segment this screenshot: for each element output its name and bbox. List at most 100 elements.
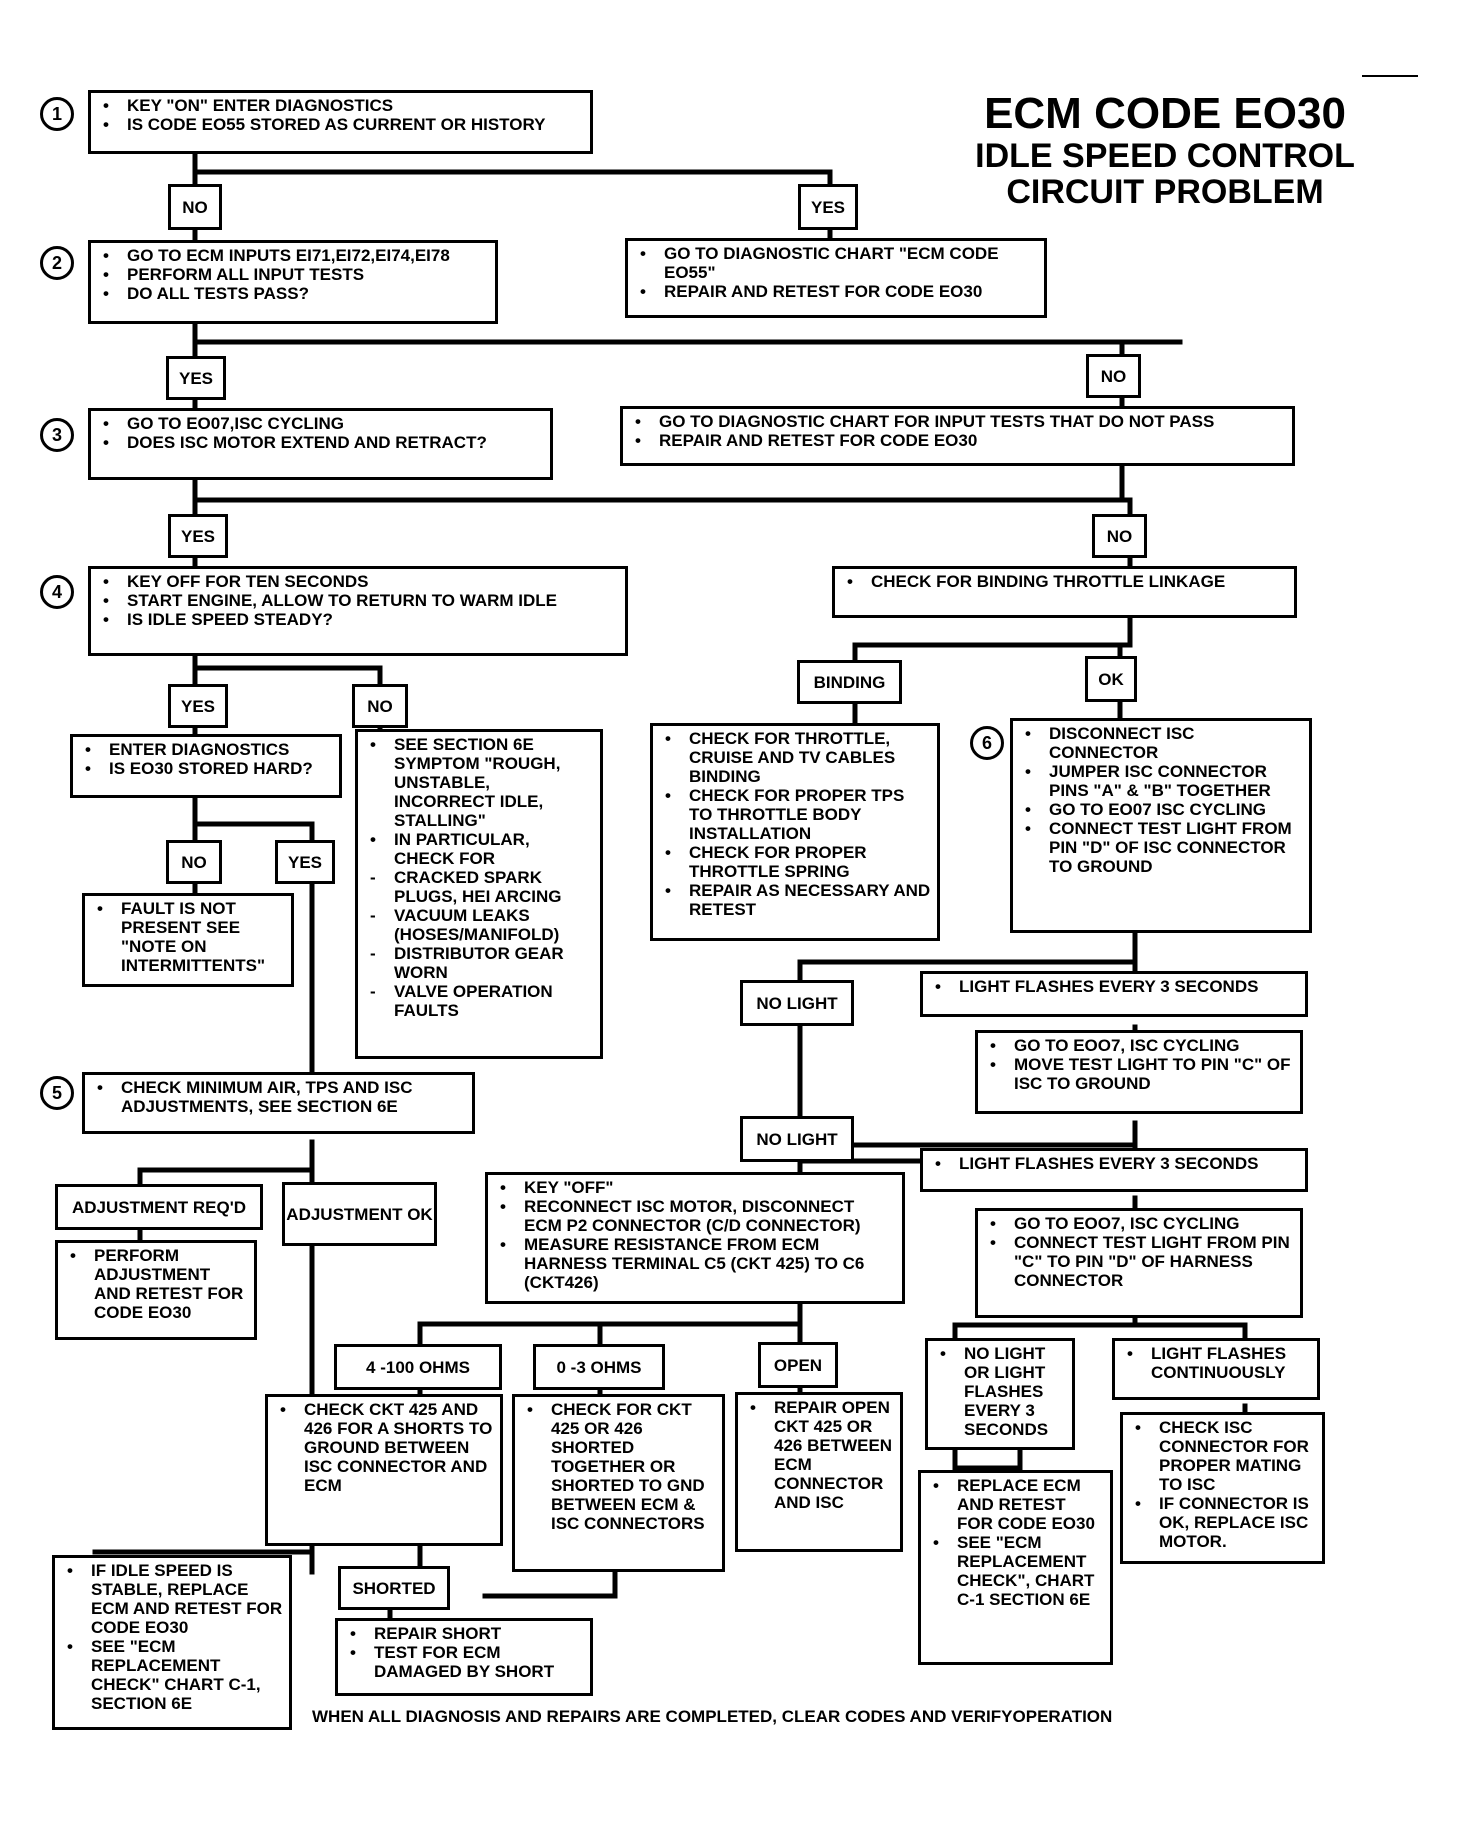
bullet-list: NO LIGHT OR LIGHT FLASHES EVERY 3 SECOND…	[936, 1344, 1066, 1439]
bullet-item: LIGHT FLASHES CONTINUOUSLY	[1127, 1344, 1311, 1382]
bullet-item: VALVE OPERATION FAULTS	[370, 982, 594, 1020]
bullet-list: GO TO EOO7, ISC CYCLINGMOVE TEST LIGHT T…	[986, 1036, 1294, 1093]
bullet-item: GO TO EOO7, ISC CYCLING	[990, 1214, 1294, 1233]
rough-idle-box: SEE SECTION 6E SYMPTOM "ROUGH, UNSTABLE,…	[355, 729, 603, 1059]
bullet-list: LIGHT FLASHES EVERY 3 SECONDS	[931, 977, 1299, 996]
binding-linkage-box: CHECK FOR BINDING THROTTLE LINKAGE	[832, 566, 1297, 618]
bullet-item: CHECK FOR CKT 425 OR 426 SHORTED TOGETHE…	[527, 1400, 716, 1533]
bullet-list: FAULT IS NOT PRESENT SEE "NOTE ON INTERM…	[93, 899, 285, 975]
bullet-item: KEY "ON" ENTER DIAGNOSTICS	[103, 96, 584, 115]
bullet-item: KEY OFF FOR TEN SECONDS	[103, 572, 619, 591]
label-no-4: NO	[352, 684, 408, 728]
bullet-item: CONNECT TEST LIGHT FROM PIN "D" OF ISC C…	[1025, 819, 1303, 876]
bullet-item: KEY "OFF"	[500, 1178, 896, 1197]
bullet-item: PERFORM ALL INPUT TESTS	[103, 265, 489, 284]
step-1-box: KEY "ON" ENTER DIAGNOSTICSIS CODE EO55 S…	[88, 90, 593, 154]
bullet-item: SEE "ECM REPLACEMENT CHECK", CHART C-1 S…	[933, 1533, 1104, 1609]
bullet-item: IS IDLE SPEED STEADY?	[103, 610, 619, 629]
bullet-item: FAULT IS NOT PRESENT SEE "NOTE ON INTERM…	[97, 899, 285, 975]
bullet-list: CHECK CKT 425 AND 426 FOR A SHORTS TO GR…	[276, 1400, 494, 1495]
bullet-item: CHECK FOR BINDING THROTTLE LINKAGE	[847, 572, 1288, 591]
bullet-list: GO TO DIAGNOSTIC CHART "ECM CODE EO55"RE…	[636, 244, 1038, 301]
label-no-1: NO	[168, 184, 222, 230]
bullet-list: CHECK MINIMUM AIR, TPS AND ISC ADJUSTMEN…	[93, 1078, 466, 1116]
bullet-item: GO TO DIAGNOSTIC CHART FOR INPUT TESTS T…	[635, 412, 1286, 431]
bullet-list: CHECK FOR CKT 425 OR 426 SHORTED TOGETHE…	[523, 1400, 716, 1533]
bullet-list: GO TO EOO7, ISC CYCLINGCONNECT TEST LIGH…	[986, 1214, 1294, 1290]
bullet-list: PERFORM ADJUSTMENT AND RETEST FOR CODE E…	[66, 1246, 248, 1322]
bullet-item: JUMPER ISC CONNECTOR PINS "A" & "B" TOGE…	[1025, 762, 1303, 800]
harness-test-light-box: GO TO EOO7, ISC CYCLINGCONNECT TEST LIGH…	[975, 1208, 1303, 1318]
chart-title: ECM CODE EO30 IDLE SPEED CONTROL CIRCUIT…	[955, 89, 1375, 211]
bullet-item: TEST FOR ECM DAMAGED BY SHORT	[350, 1643, 584, 1681]
label-no-light-2: NO LIGHT	[740, 1116, 854, 1162]
title-line-3: CIRCUIT PROBLEM	[1006, 173, 1324, 211]
step-4-box: KEY OFF FOR TEN SECONDSSTART ENGINE, ALL…	[88, 566, 628, 656]
throttle-binding-checks-box: CHECK FOR THROTTLE, CRUISE AND TV CABLES…	[650, 723, 940, 941]
bullet-item: CHECK FOR PROPER TPS TO THROTTLE BODY IN…	[665, 786, 931, 843]
label-open: OPEN	[758, 1342, 838, 1388]
step-6-box: DISCONNECT ISC CONNECTORJUMPER ISC CONNE…	[1010, 718, 1312, 933]
bullet-list: CHECK ISC CONNECTOR FOR PROPER MATING TO…	[1131, 1418, 1316, 1551]
title-line-1: ECM CODE EO30	[984, 89, 1346, 138]
bullet-item: GO TO EOO7, ISC CYCLING	[990, 1036, 1294, 1055]
label-shorted: SHORTED	[338, 1566, 450, 1610]
eo30-hard-box: ENTER DIAGNOSTICSIS EO30 STORED HARD?	[70, 734, 342, 798]
bullet-list: DISCONNECT ISC CONNECTORJUMPER ISC CONNE…	[1021, 724, 1303, 876]
step-3-marker: 3	[40, 418, 74, 452]
corner-rule	[1362, 75, 1418, 77]
check-isc-connector-box: CHECK ISC CONNECTOR FOR PROPER MATING TO…	[1120, 1412, 1325, 1564]
bullet-item: GO TO ECM INPUTS EI71,EI72,EI74,EI78	[103, 246, 489, 265]
step-5-box: CHECK MINIMUM AIR, TPS AND ISC ADJUSTMEN…	[82, 1072, 475, 1134]
bullet-item: GO TO EO07 ISC CYCLING	[1025, 800, 1303, 819]
bullet-item: CONNECT TEST LIGHT FROM PIN "C" TO PIN "…	[990, 1233, 1294, 1290]
perform-adjustment-box: PERFORM ADJUSTMENT AND RETEST FOR CODE E…	[55, 1240, 257, 1340]
bullet-item: GO TO DIAGNOSTIC CHART "ECM CODE EO55"	[640, 244, 1038, 282]
label-no-5: NO	[166, 840, 222, 884]
bullet-item: START ENGINE, ALLOW TO RETURN TO WARM ID…	[103, 591, 619, 610]
bullet-item: ENTER DIAGNOSTICS	[85, 740, 333, 759]
bullet-list: LIGHT FLASHES EVERY 3 SECONDS	[931, 1154, 1299, 1173]
label-no-3: NO	[1092, 514, 1147, 558]
bullet-list: KEY OFF FOR TEN SECONDSSTART ENGINE, ALL…	[99, 572, 619, 629]
bullet-list: IF IDLE SPEED IS STABLE, REPLACE ECM AND…	[63, 1561, 283, 1713]
bullet-list: REPAIR OPEN CKT 425 OR 426 BETWEEN ECM C…	[746, 1398, 894, 1512]
bullet-item: NO LIGHT OR LIGHT FLASHES EVERY 3 SECOND…	[940, 1344, 1066, 1439]
label-yes-3: YES	[168, 514, 228, 558]
bullet-item: DO ALL TESTS PASS?	[103, 284, 489, 303]
bullet-list: GO TO EO07,ISC CYCLINGDOES ISC MOTOR EXT…	[99, 414, 544, 452]
label-yes-2: YES	[166, 356, 226, 400]
ckt-0-3-ohms-box: CHECK FOR CKT 425 OR 426 SHORTED TOGETHE…	[512, 1394, 725, 1572]
bullet-item: REPAIR AND RETEST FOR CODE EO30	[640, 282, 1038, 301]
bullet-list: KEY "ON" ENTER DIAGNOSTICSIS CODE EO55 S…	[99, 96, 584, 134]
bullet-item: CHECK CKT 425 AND 426 FOR A SHORTS TO GR…	[280, 1400, 494, 1495]
bullet-list: GO TO ECM INPUTS EI71,EI72,EI74,EI78PERF…	[99, 246, 489, 303]
bullet-list: SEE SECTION 6E SYMPTOM "ROUGH, UNSTABLE,…	[366, 735, 594, 1020]
bullet-item: SEE "ECM REPLACEMENT CHECK" CHART C-1, S…	[67, 1637, 283, 1713]
bullet-item: CHECK FOR THROTTLE, CRUISE AND TV CABLES…	[665, 729, 931, 786]
move-test-light-box: GO TO EOO7, ISC CYCLINGMOVE TEST LIGHT T…	[975, 1030, 1303, 1114]
bullet-list: REPAIR SHORTTEST FOR ECM DAMAGED BY SHOR…	[346, 1624, 584, 1681]
bullet-item: MEASURE RESISTANCE FROM ECM HARNESS TERM…	[500, 1235, 896, 1292]
label-yes-5: YES	[275, 840, 335, 884]
bullet-item: LIGHT FLASHES EVERY 3 SECONDS	[935, 1154, 1299, 1173]
bullet-list: CHECK FOR BINDING THROTTLE LINKAGE	[843, 572, 1288, 591]
replace-ecm-box: REPLACE ECM AND RETEST FOR CODE EO30SEE …	[918, 1470, 1113, 1665]
bullet-item: SEE SECTION 6E SYMPTOM "ROUGH, UNSTABLE,…	[370, 735, 594, 830]
step-4-marker: 4	[40, 575, 74, 609]
bullet-item: CHECK MINIMUM AIR, TPS AND ISC ADJUSTMEN…	[97, 1078, 466, 1116]
bullet-item: DISTRIBUTOR GEAR WORN	[370, 944, 594, 982]
step-5-marker: 5	[40, 1076, 74, 1110]
label-yes-4: YES	[168, 684, 228, 728]
bullet-item: LIGHT FLASHES EVERY 3 SECONDS	[935, 977, 1299, 996]
bullet-list: KEY "OFF"RECONNECT ISC MOTOR, DISCONNECT…	[496, 1178, 896, 1292]
label-0-3-ohms: 0 -3 OHMS	[533, 1344, 665, 1390]
bullet-list: REPLACE ECM AND RETEST FOR CODE EO30SEE …	[929, 1476, 1104, 1609]
flashes-continuously-box: LIGHT FLASHES CONTINUOUSLY	[1112, 1338, 1320, 1400]
idle-stable-replace-ecm-box: IF IDLE SPEED IS STABLE, REPLACE ECM AND…	[52, 1555, 292, 1730]
label-no-light-1: NO LIGHT	[740, 980, 854, 1026]
label-binding: BINDING	[797, 660, 902, 704]
bullet-list: GO TO DIAGNOSTIC CHART FOR INPUT TESTS T…	[631, 412, 1286, 450]
footer-note: WHEN ALL DIAGNOSIS AND REPAIRS ARE COMPL…	[312, 1707, 1113, 1726]
bullet-item: GO TO EO07,ISC CYCLING	[103, 414, 544, 433]
